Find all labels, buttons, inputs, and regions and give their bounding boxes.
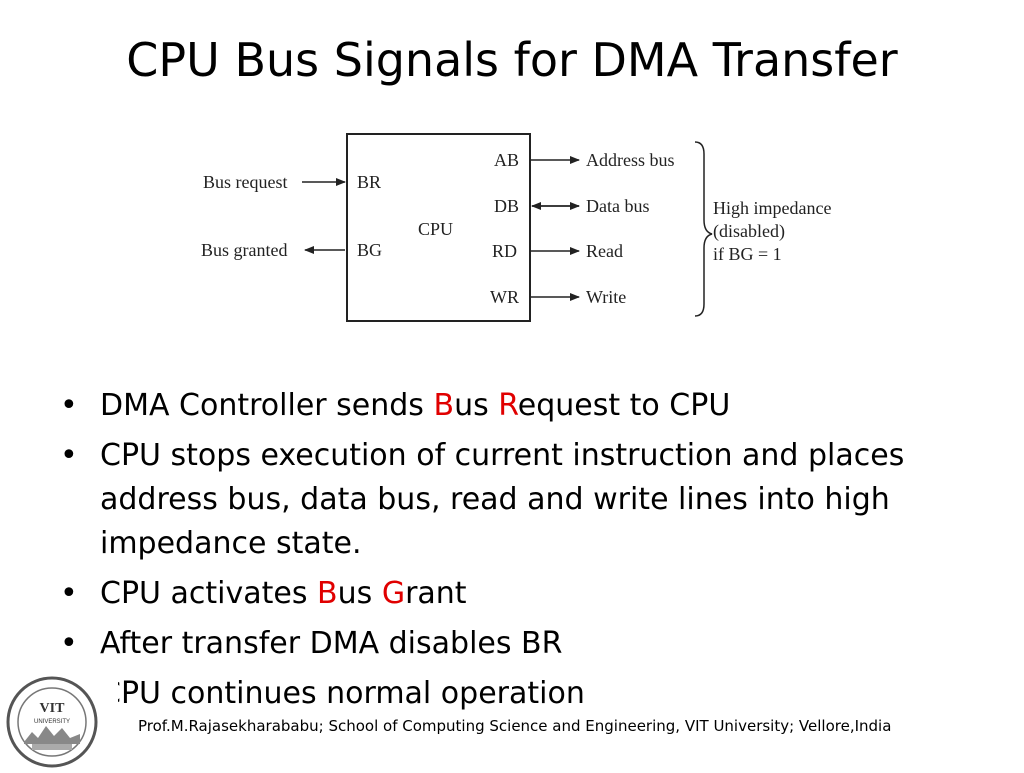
bullet-dot-icon: • xyxy=(60,388,78,423)
bullet-item-3: • CPU activates Bus Grant xyxy=(58,572,988,616)
bullet-item-5: •CPU continues normal operation xyxy=(58,672,988,716)
bullet-dot-icon: • xyxy=(60,626,78,661)
bullet-5-text: CPU continues normal operation xyxy=(100,676,585,711)
bullet-dot-icon: • xyxy=(60,576,78,611)
pin-db: DB xyxy=(494,196,519,216)
bullet-list: • DMA Controller sends Bus Request to CPU… xyxy=(58,384,988,722)
bullet-item-4: • After transfer DMA disables BR xyxy=(58,622,988,666)
write-label: Write xyxy=(586,287,626,307)
bullet-1-text: DMA Controller sends Bus Request to CPU xyxy=(100,388,731,423)
pin-rd: RD xyxy=(492,241,517,261)
note-line-2: (disabled) xyxy=(713,221,785,242)
logo-text: VIT xyxy=(40,701,66,716)
cpu-bus-diagram: CPU Bus request BR Bus granted BG AB Add… xyxy=(190,128,870,328)
pin-ab: AB xyxy=(494,150,519,170)
university-seal-logo: VIT UNIVERSITY xyxy=(2,672,118,768)
note-line-1: High impedance xyxy=(713,198,831,218)
note-line-3: if BG = 1 xyxy=(713,244,782,264)
bullet-dot-icon: • xyxy=(60,438,78,473)
pin-wr: WR xyxy=(490,287,519,307)
read-label: Read xyxy=(586,241,623,261)
cpu-box xyxy=(346,133,531,322)
pin-bg: BG xyxy=(357,240,382,260)
bullet-item-1: • DMA Controller sends Bus Request to CPU xyxy=(58,384,988,428)
pin-br: BR xyxy=(357,172,381,192)
bus-granted-label: Bus granted xyxy=(201,240,287,260)
footer-credit: Prof.M.Rajasekharababu; School of Comput… xyxy=(138,717,892,735)
bullet-3-text: CPU activates Bus Grant xyxy=(100,576,467,611)
slide-title: CPU Bus Signals for DMA Transfer xyxy=(126,33,898,87)
address-bus-label: Address bus xyxy=(586,150,675,170)
logo-subtext: UNIVERSITY xyxy=(34,719,70,725)
cpu-bus-diagram-svg: CPU Bus request BR Bus granted BG AB Add… xyxy=(201,133,831,322)
data-bus-label: Data bus xyxy=(586,196,649,216)
bullet-2-text: CPU stops execution of current instructi… xyxy=(100,438,905,561)
cpu-label: CPU xyxy=(418,219,453,239)
bus-request-label: Bus request xyxy=(203,172,288,192)
brace-icon xyxy=(694,141,713,317)
bullet-4-text: After transfer DMA disables BR xyxy=(100,626,563,661)
bullet-item-2: • CPU stops execution of current instruct… xyxy=(58,434,988,566)
